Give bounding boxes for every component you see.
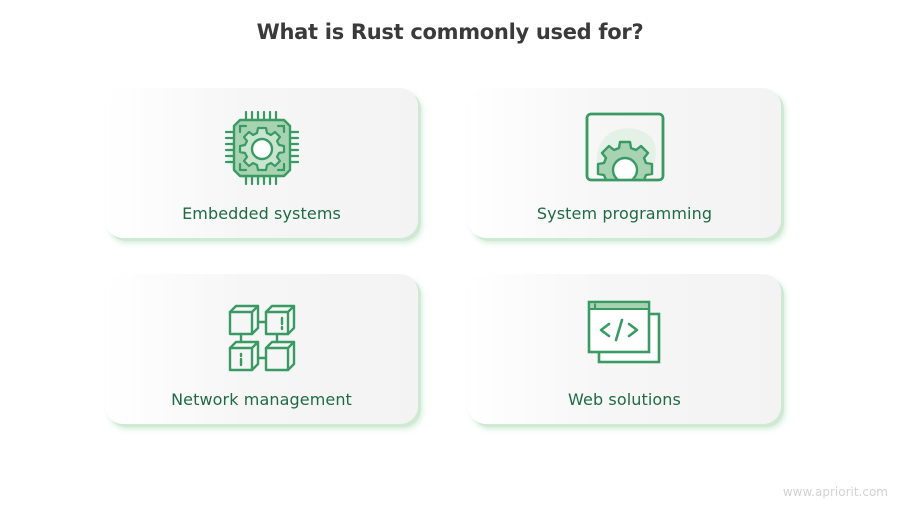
window-gear-icon: [585, 112, 664, 182]
card-web-solutions: Web solutions: [468, 274, 781, 424]
card-label: System programming: [536, 204, 713, 223]
card-network-management: Network management: [105, 274, 418, 424]
card-label: Network management: [171, 390, 352, 409]
card-label: Embedded systems: [182, 204, 341, 223]
microchip-gear-icon: [224, 110, 299, 186]
watermark: www.apriorit.com: [782, 485, 888, 499]
card-label: Web solutions: [568, 390, 681, 409]
code-window-icon: [587, 300, 660, 364]
connected-cubes-icon: [228, 304, 295, 372]
page-title: What is Rust commonly used for?: [256, 20, 644, 44]
card-system-programming: System programming: [468, 88, 781, 238]
card-embedded-systems: Embedded systems: [105, 88, 418, 238]
